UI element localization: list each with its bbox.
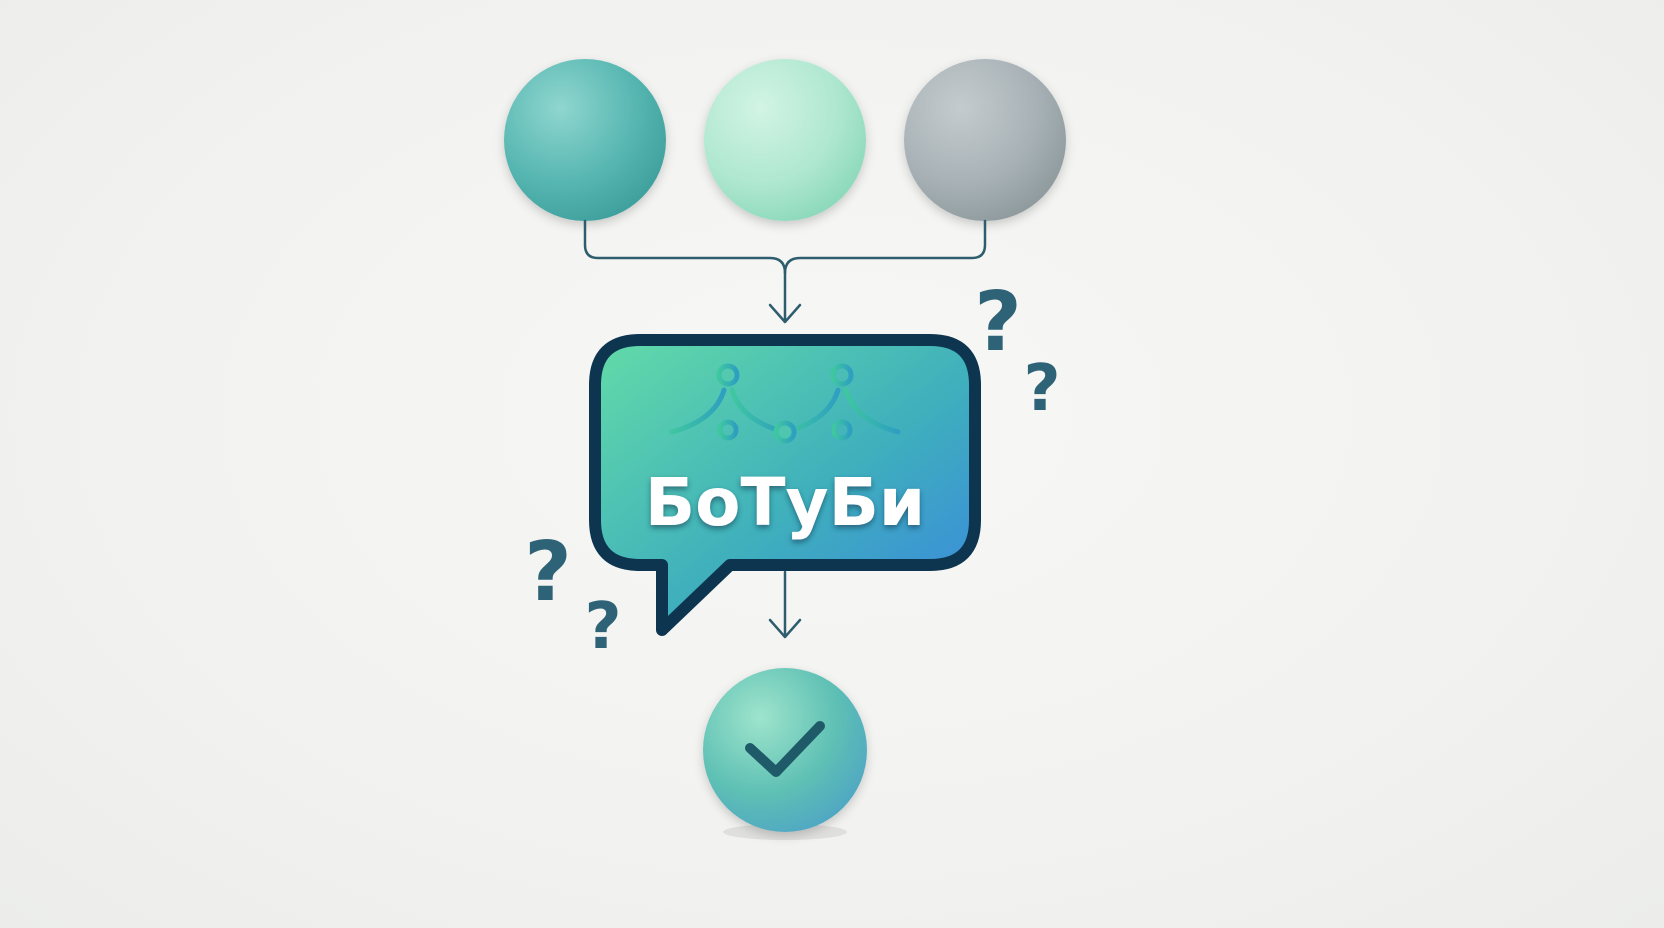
output-connector — [768, 570, 802, 639]
question-marks: ? ? ? ? — [524, 275, 1060, 664]
input-node-gray — [904, 59, 1066, 221]
brand-name: БоТуБи — [645, 464, 925, 541]
arrow-down-icon — [768, 303, 802, 324]
merge-connector — [583, 219, 987, 324]
input-node-teal — [504, 59, 666, 221]
question-mark: ? — [974, 275, 1022, 370]
bridge-icon — [669, 363, 901, 473]
input-node-mint — [704, 59, 866, 221]
result-node — [703, 668, 867, 840]
brand-bubble: БоТуБи — [589, 334, 981, 636]
checkmark-icon — [745, 721, 825, 777]
question-mark: ? — [584, 590, 621, 664]
arrow-down-icon — [768, 618, 802, 639]
question-mark: ? — [1023, 352, 1060, 426]
question-mark: ? — [524, 525, 572, 620]
